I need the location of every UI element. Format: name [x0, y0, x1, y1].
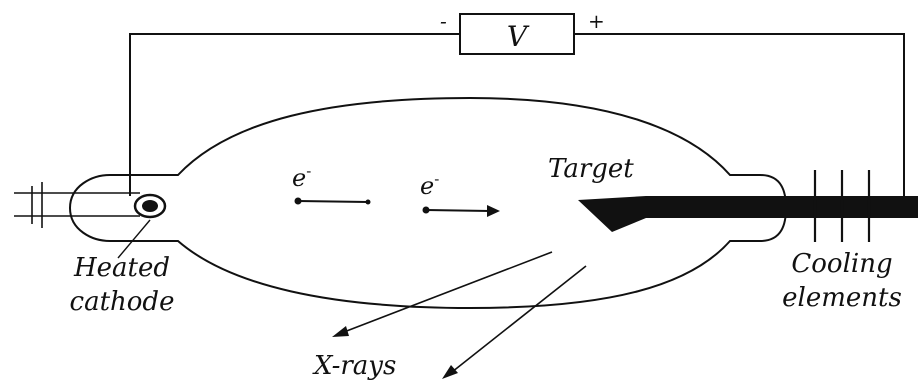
cathode-pointer — [117, 219, 151, 259]
voltage-source — [459, 13, 575, 55]
target-label: Target — [548, 154, 634, 184]
xray-arrow-1 — [343, 251, 553, 333]
xray-arrowhead-1 — [332, 326, 349, 337]
voltage-label: V — [507, 20, 530, 53]
electron-label-2: e- — [420, 170, 439, 200]
tube-envelope — [68, 96, 788, 310]
electron-label-1: e- — [292, 162, 311, 192]
minus-sign: - — [440, 9, 447, 33]
electron-track-2 — [425, 209, 491, 212]
cathode-label-line-1: Heated — [73, 253, 170, 283]
electron-arrowhead-2 — [487, 205, 500, 217]
target-anode — [578, 196, 918, 232]
cooling-label-line-1: Cooling — [791, 249, 892, 279]
electron-track-1 — [297, 200, 369, 203]
xray-label: X-rays — [312, 351, 396, 381]
circuit-wire — [129, 33, 905, 196]
electron-end-1 — [365, 199, 371, 205]
cathode-label-line-2: cathode — [70, 287, 175, 317]
plus-sign: + — [588, 9, 605, 33]
xray-arrow-2 — [451, 265, 587, 373]
cathode-coil — [142, 200, 158, 212]
xray-arrowhead-2 — [442, 365, 458, 379]
cooling-label-line-2: elements — [782, 283, 902, 313]
